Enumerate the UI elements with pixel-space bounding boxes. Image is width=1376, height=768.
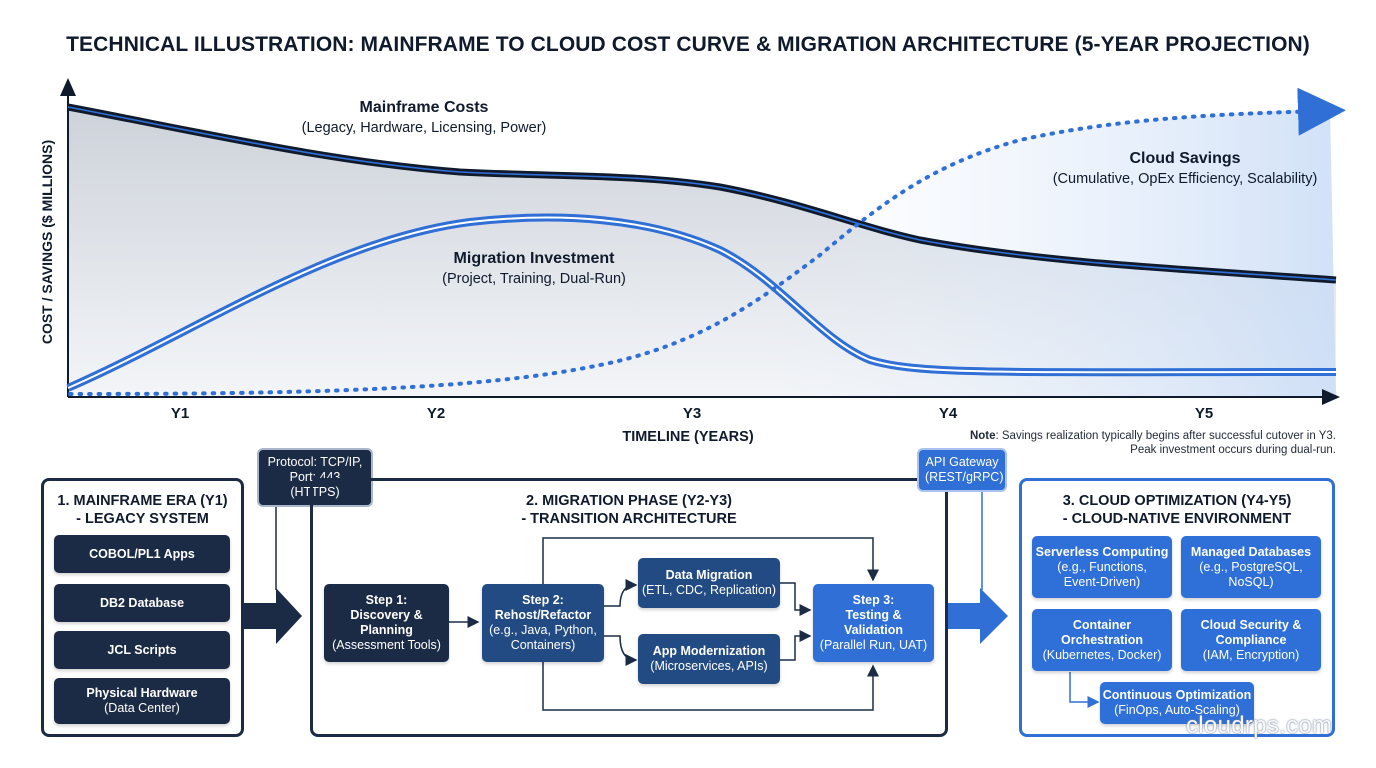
era-transition-arrow-1 <box>244 588 302 644</box>
cloud-optimization-panel: 3. CLOUD OPTIMIZATION (Y4-Y5) - CLOUD-NA… <box>1019 478 1335 737</box>
flow-data-step3 <box>780 582 812 616</box>
step1-discovery-box: Step 1: Discovery & Planning (Assessment… <box>324 584 449 662</box>
x-tick-label: Y2 <box>427 405 445 422</box>
flow-step2-app <box>604 635 638 666</box>
migration-phase-title: 2. MIGRATION PHASE (Y2-Y3) - TRANSITION … <box>521 493 737 527</box>
migration-investment-inner <box>67 216 1337 389</box>
container-orchestration-box: Container Orchestration (Kubernetes, Doc… <box>1032 609 1172 671</box>
cloud-series-label: Cloud Savings <box>1129 150 1240 167</box>
serverless-computing-box: Serverless Computing (e.g., Functions, E… <box>1032 536 1172 598</box>
step3-testing-box: Step 3: Testing & Validation (Parallel R… <box>813 584 934 662</box>
x-tick-label: Y4 <box>939 405 958 422</box>
cloud-savings-line <box>68 87 1346 396</box>
flow-app-step3 <box>780 630 812 661</box>
api-gateway-tag: API Gateway (REST/gRPC) <box>917 448 1007 492</box>
flow-container-optimization <box>1069 672 1100 708</box>
physical-hardware-box: Physical Hardware (Data Center) <box>54 678 230 724</box>
flow-step2-data <box>604 579 638 607</box>
app-modernization-box: App Modernization (Microservices, APIs) <box>638 634 780 684</box>
cloud-savings-area <box>760 108 1336 398</box>
data-migration-box: Data Migration (ETL, CDC, Replication) <box>638 558 780 608</box>
x-tick-label: Y5 <box>1195 405 1213 422</box>
watermark-text: cloudrps.com <box>1186 712 1333 739</box>
cloud-series-sublabel: (Cumulative, OpEx Efficiency, Scalabilit… <box>1053 171 1318 187</box>
mainframe-cost-highlight <box>67 106 1337 281</box>
mainframe-era-title: 1. MAINFRAME ERA (Y1) - LEGACY SYSTEM <box>57 493 228 527</box>
flow-bottom-loop <box>542 662 879 711</box>
mainframe-series-sublabel: (Legacy, Hardware, Licensing, Power) <box>302 120 547 136</box>
era-transition-arrow-2 <box>948 588 1008 644</box>
step2-rehost-box: Step 2: Rehost/Refactor (e.g., Java, Pyt… <box>482 584 604 662</box>
migration-series-label: Migration Investment <box>454 250 616 267</box>
managed-databases-box: Managed Databases (e.g., PostgreSQL, NoS… <box>1181 536 1321 598</box>
x-tick-label: Y3 <box>683 405 701 422</box>
cobol-apps-box: COBOL/PL1 Apps <box>54 535 230 573</box>
x-ticks: Y1 Y2 Y3 Y4 Y5 <box>171 405 1213 422</box>
cloud-optimization-title: 3. CLOUD OPTIMIZATION (Y4-Y5) - CLOUD-NA… <box>1062 493 1292 527</box>
page-title: TECHNICAL ILLUSTRATION: MAINFRAME TO CLO… <box>66 33 1310 56</box>
flow-top-loop <box>542 537 879 585</box>
cloud-security-box: Cloud Security & Compliance (IAM, Encryp… <box>1181 609 1321 671</box>
chart-note: Note: Savings realization typically begi… <box>969 430 1336 456</box>
migration-phase-panel: 2. MIGRATION PHASE (Y2-Y3) - TRANSITION … <box>310 478 948 737</box>
continuous-optimization-box: Continuous Optimization (FinOps, Auto-Sc… <box>1100 682 1254 724</box>
protocol-tag: Protocol: TCP/IP, Port: 443 (HTTPS) <box>257 448 373 507</box>
db2-database-box: DB2 Database <box>54 584 230 622</box>
mainframe-series-label: Mainframe Costs <box>360 99 489 116</box>
x-tick-label: Y1 <box>171 405 189 422</box>
y-axis-label: COST / SAVINGS ($ MILLIONS) <box>39 140 55 344</box>
x-axis-label: TIMELINE (YEARS) <box>622 429 753 445</box>
jcl-scripts-box: JCL Scripts <box>54 631 230 669</box>
migration-series-sublabel: (Project, Training, Dual-Run) <box>442 271 626 287</box>
